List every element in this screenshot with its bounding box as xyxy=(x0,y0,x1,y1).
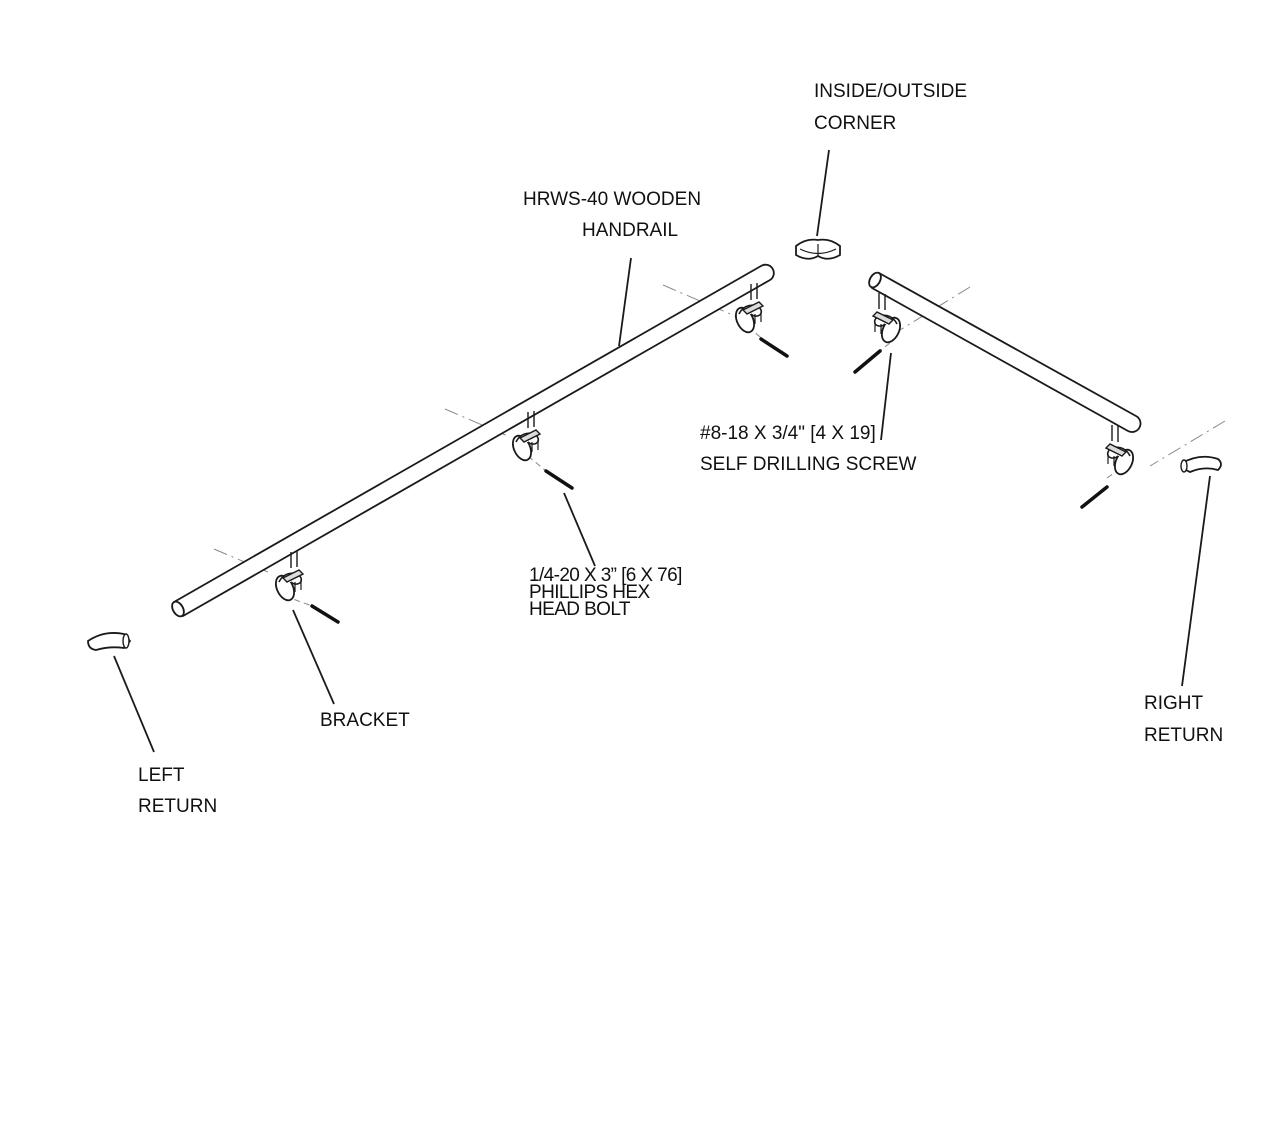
wall-line-right-1 xyxy=(899,286,971,331)
label-bolt-line2: PHILLIPS HEX xyxy=(529,582,650,603)
leader-handrail xyxy=(618,257,632,347)
wall-line-left-1 xyxy=(213,548,269,573)
label-screw-line2: SELF DRILLING SCREW xyxy=(700,454,917,475)
right-return xyxy=(1180,455,1222,473)
label-bracket: BRACKET xyxy=(320,710,410,731)
handrail-right-end-cap xyxy=(868,271,882,289)
bolt xyxy=(759,337,789,358)
inside-outside-corner xyxy=(795,238,841,260)
bolt xyxy=(544,469,574,490)
label-corner-line1: INSIDE/OUTSIDE xyxy=(814,81,968,102)
bolt xyxy=(310,604,340,624)
screw xyxy=(853,349,882,374)
label-handrail-line1: HRWS-40 WOODEN xyxy=(523,189,702,210)
left-return xyxy=(87,632,132,651)
wall-line-right-2 xyxy=(1149,420,1226,467)
label-corner-line2: CORNER xyxy=(814,113,897,134)
axis-line xyxy=(527,455,547,472)
handrail-right xyxy=(868,271,1142,433)
label-right-return-line1: RIGHT xyxy=(1144,693,1204,714)
leader-lines xyxy=(113,149,1211,753)
label-bolt-line1: 1/4-20 X 3” [6 X 76] xyxy=(529,565,682,586)
handrail-left-end-cap xyxy=(171,600,185,618)
label-left-return-line1: LEFT xyxy=(138,765,185,786)
leader-bolt xyxy=(563,492,596,567)
leader-corner xyxy=(816,149,830,237)
screw xyxy=(1080,485,1109,509)
leader-left-return xyxy=(113,655,155,753)
leader-right-return xyxy=(1181,475,1211,687)
label-bolt-line3: HEAD BOLT xyxy=(529,599,630,620)
label-handrail-line2: HANDRAIL xyxy=(582,220,679,241)
handrail-left xyxy=(171,263,775,618)
leader-bracket xyxy=(292,609,335,705)
label-right-return-line2: RETURN xyxy=(1144,725,1224,746)
leader-screw xyxy=(880,352,892,441)
fasteners xyxy=(310,337,1109,624)
label-screw-line1: #8-18 X 3/4" [4 X 19] xyxy=(700,423,876,444)
label-left-return-line2: RETURN xyxy=(138,796,218,817)
